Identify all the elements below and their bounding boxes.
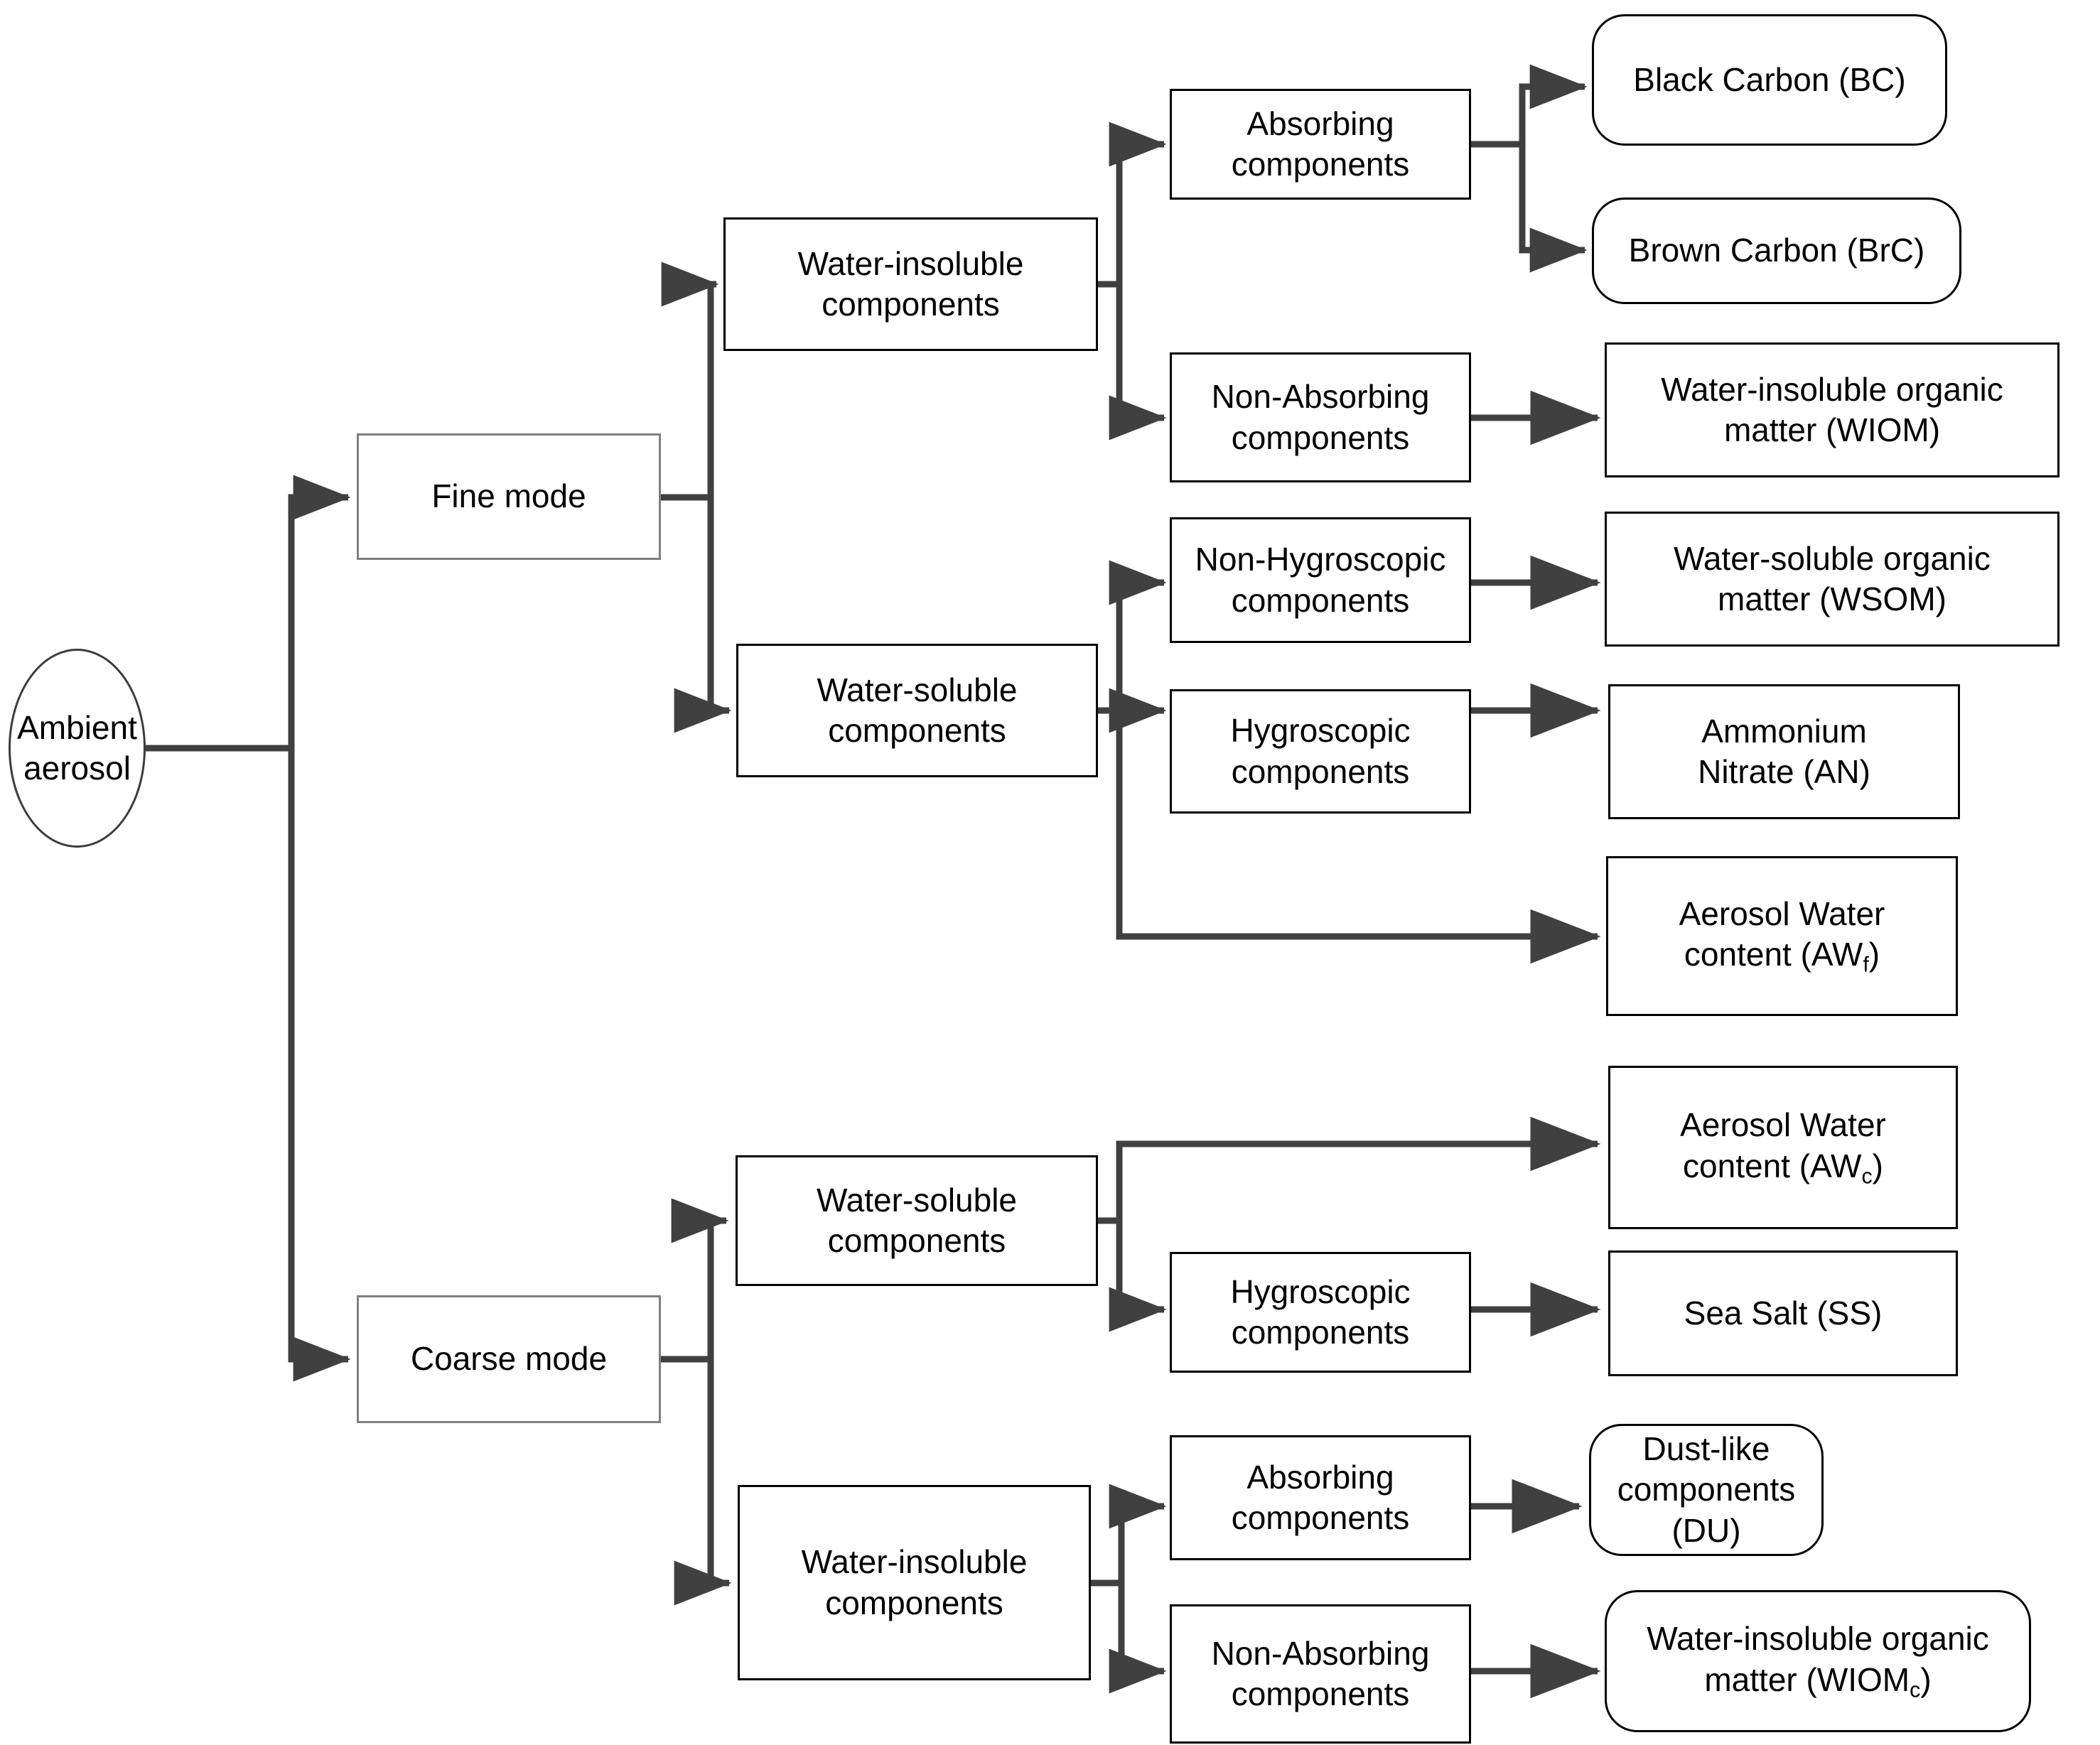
edge-abs-bc <box>1519 64 1588 144</box>
node-coarse-water-insoluble[interactable]: Water-insoluble components <box>738 1485 1091 1680</box>
node-wsom[interactable]: Water-soluble organic matter (WSOM) <box>1605 512 2059 647</box>
node-wiomc-line2-pre: matter (WIOM <box>1704 1660 1910 1698</box>
edge-fine-soluble <box>674 497 732 733</box>
node-fnhyg-line1: Non-Hygroscopic <box>1195 541 1446 578</box>
node-wiom-coarse[interactable]: Water-insoluble organic matter (WIOMc) <box>1605 1590 2031 1732</box>
node-coarse-water-soluble[interactable]: Water-soluble components <box>736 1155 1098 1286</box>
node-fabs-line1: Absorbing <box>1246 104 1394 142</box>
node-awf-subscript: f <box>1863 953 1869 977</box>
node-wiomc-line2-post: ) <box>1920 1660 1932 1698</box>
node-coarse-hygroscopic[interactable]: Hygroscopic components <box>1170 1252 1471 1373</box>
node-an-line1: Ammonium <box>1701 712 1867 750</box>
node-root-ambient-aerosol[interactable]: Ambient aerosol <box>9 649 146 848</box>
node-fwi-line1: Water-insoluble <box>797 244 1024 282</box>
node-wiom-line2: matter (WIOM) <box>1723 411 1941 448</box>
node-fine-water-insoluble[interactable]: Water-insoluble components <box>723 217 1098 351</box>
node-coarse-non-absorbing[interactable]: Non-Absorbing components <box>1170 1604 1471 1744</box>
node-fnabs-line1: Non-Absorbing <box>1211 378 1430 415</box>
node-du-line2: components (DU) <box>1617 1471 1796 1549</box>
node-awf-line2-pre: content (AW <box>1684 936 1863 973</box>
node-fwi-line2: components <box>822 286 1000 323</box>
node-wiom-line1: Water-insoluble organic <box>1661 370 2003 408</box>
node-sea-salt[interactable]: Sea Salt (SS) <box>1608 1250 1958 1376</box>
edge-ci-nonabsorbing <box>1109 1583 1167 1694</box>
node-cabs-line1: Absorbing <box>1246 1458 1394 1496</box>
node-dust-like[interactable]: Dust-like components (DU) <box>1589 1424 1824 1556</box>
edge-fs-awf <box>1116 711 1601 964</box>
edge-fs-nonhygro <box>1109 560 1167 711</box>
node-fhyg-line2: components <box>1231 752 1410 790</box>
node-awf-line2-post: ) <box>1868 936 1880 973</box>
node-cnabs-line2: components <box>1231 1675 1410 1712</box>
node-cwi-line1: Water-insoluble <box>801 1543 1028 1580</box>
edge-ci-absorbing <box>1109 1484 1167 1583</box>
node-awc-line2: content (AWc) <box>1683 1146 1883 1190</box>
edge-fine-insoluble <box>661 261 719 497</box>
node-coarse-mode-label: Coarse mode <box>410 1340 608 1378</box>
node-fws-line2: components <box>828 712 1006 749</box>
node-root-line2: aerosol <box>23 750 131 787</box>
node-cws-line1: Water-soluble <box>816 1181 1018 1219</box>
node-brown-carbon[interactable]: Brown Carbon (BrC) <box>1592 198 1961 304</box>
node-fine-water-soluble[interactable]: Water-soluble components <box>736 644 1098 777</box>
edge-abs-brc <box>1519 144 1588 273</box>
node-cwi-line2: components <box>825 1584 1003 1621</box>
node-wsom-line1: Water-soluble organic <box>1674 539 1991 577</box>
node-ammonium-nitrate[interactable]: Ammonium Nitrate (AN) <box>1608 684 1960 819</box>
node-brc-label: Brown Carbon (BrC) <box>1628 232 1925 269</box>
node-fnhyg-line2: components <box>1231 581 1410 619</box>
node-awc-subscript: c <box>1861 1165 1873 1189</box>
node-wiomc-subscript: c <box>1910 1678 1921 1702</box>
node-root-line1: Ambient <box>17 708 137 746</box>
node-fine-non-absorbing[interactable]: Non-Absorbing components <box>1170 352 1471 482</box>
node-fine-mode[interactable]: Fine mode <box>357 433 661 560</box>
edge-root-fine <box>288 475 351 748</box>
node-awc-line2-post: ) <box>1872 1147 1883 1184</box>
edge-coarse-insoluble <box>674 1359 732 1606</box>
node-cnabs-line1: Non-Absorbing <box>1211 1634 1430 1672</box>
node-chyg-line1: Hygroscopic <box>1230 1273 1411 1310</box>
node-wsom-line2: matter (WSOM) <box>1718 580 1946 617</box>
node-fine-mode-label: Fine mode <box>431 477 586 515</box>
edge-fi-absorbing <box>1109 121 1167 284</box>
node-fine-hygroscopic[interactable]: Hygroscopic components <box>1170 689 1471 814</box>
edge-root-coarse <box>288 748 351 1382</box>
node-coarse-mode[interactable]: Coarse mode <box>357 1295 661 1423</box>
node-black-carbon[interactable]: Black Carbon (BC) <box>1592 14 1947 146</box>
edge-coarse-soluble <box>671 1198 729 1359</box>
node-cws-line2: components <box>827 1222 1006 1259</box>
edge-cs-awc <box>1116 1116 1601 1221</box>
node-awc-line1: Aerosol Water <box>1680 1106 1886 1144</box>
node-fnabs-line2: components <box>1231 418 1410 456</box>
node-wiom-fine[interactable]: Water-insoluble organic matter (WIOM) <box>1605 342 2059 477</box>
edge-fi-nonabsorbing <box>1109 284 1167 441</box>
node-wiomc-line1: Water-insoluble organic <box>1647 1620 1989 1658</box>
node-fabs-line2: components <box>1231 146 1410 183</box>
node-awf-line2: content (AWf) <box>1684 934 1880 978</box>
node-fhyg-line1: Hygroscopic <box>1230 712 1411 749</box>
node-coarse-absorbing[interactable]: Absorbing components <box>1170 1435 1471 1560</box>
node-aerosol-water-fine[interactable]: Aerosol Water content (AWf) <box>1606 856 1958 1016</box>
node-awf-line1: Aerosol Water <box>1679 895 1885 932</box>
node-du-line1: Dust-like <box>1642 1430 1770 1467</box>
node-bc-label: Black Carbon (BC) <box>1633 60 1906 98</box>
node-wiomc-line2: matter (WIOMc) <box>1704 1660 1931 1704</box>
edge-cs-hygro <box>1109 1221 1167 1332</box>
node-fws-line1: Water-soluble <box>817 671 1018 708</box>
node-fine-non-hygroscopic[interactable]: Non-Hygroscopic components <box>1170 517 1471 643</box>
node-awc-line2-pre: content (AW <box>1683 1147 1862 1184</box>
node-aerosol-water-coarse[interactable]: Aerosol Water content (AWc) <box>1608 1066 1958 1229</box>
node-fine-absorbing[interactable]: Absorbing components <box>1170 89 1471 200</box>
node-ss-label: Sea Salt (SS) <box>1684 1294 1883 1331</box>
node-chyg-line2: components <box>1231 1314 1410 1351</box>
node-an-line2: Nitrate (AN) <box>1698 753 1870 790</box>
node-cabs-line2: components <box>1231 1499 1410 1536</box>
